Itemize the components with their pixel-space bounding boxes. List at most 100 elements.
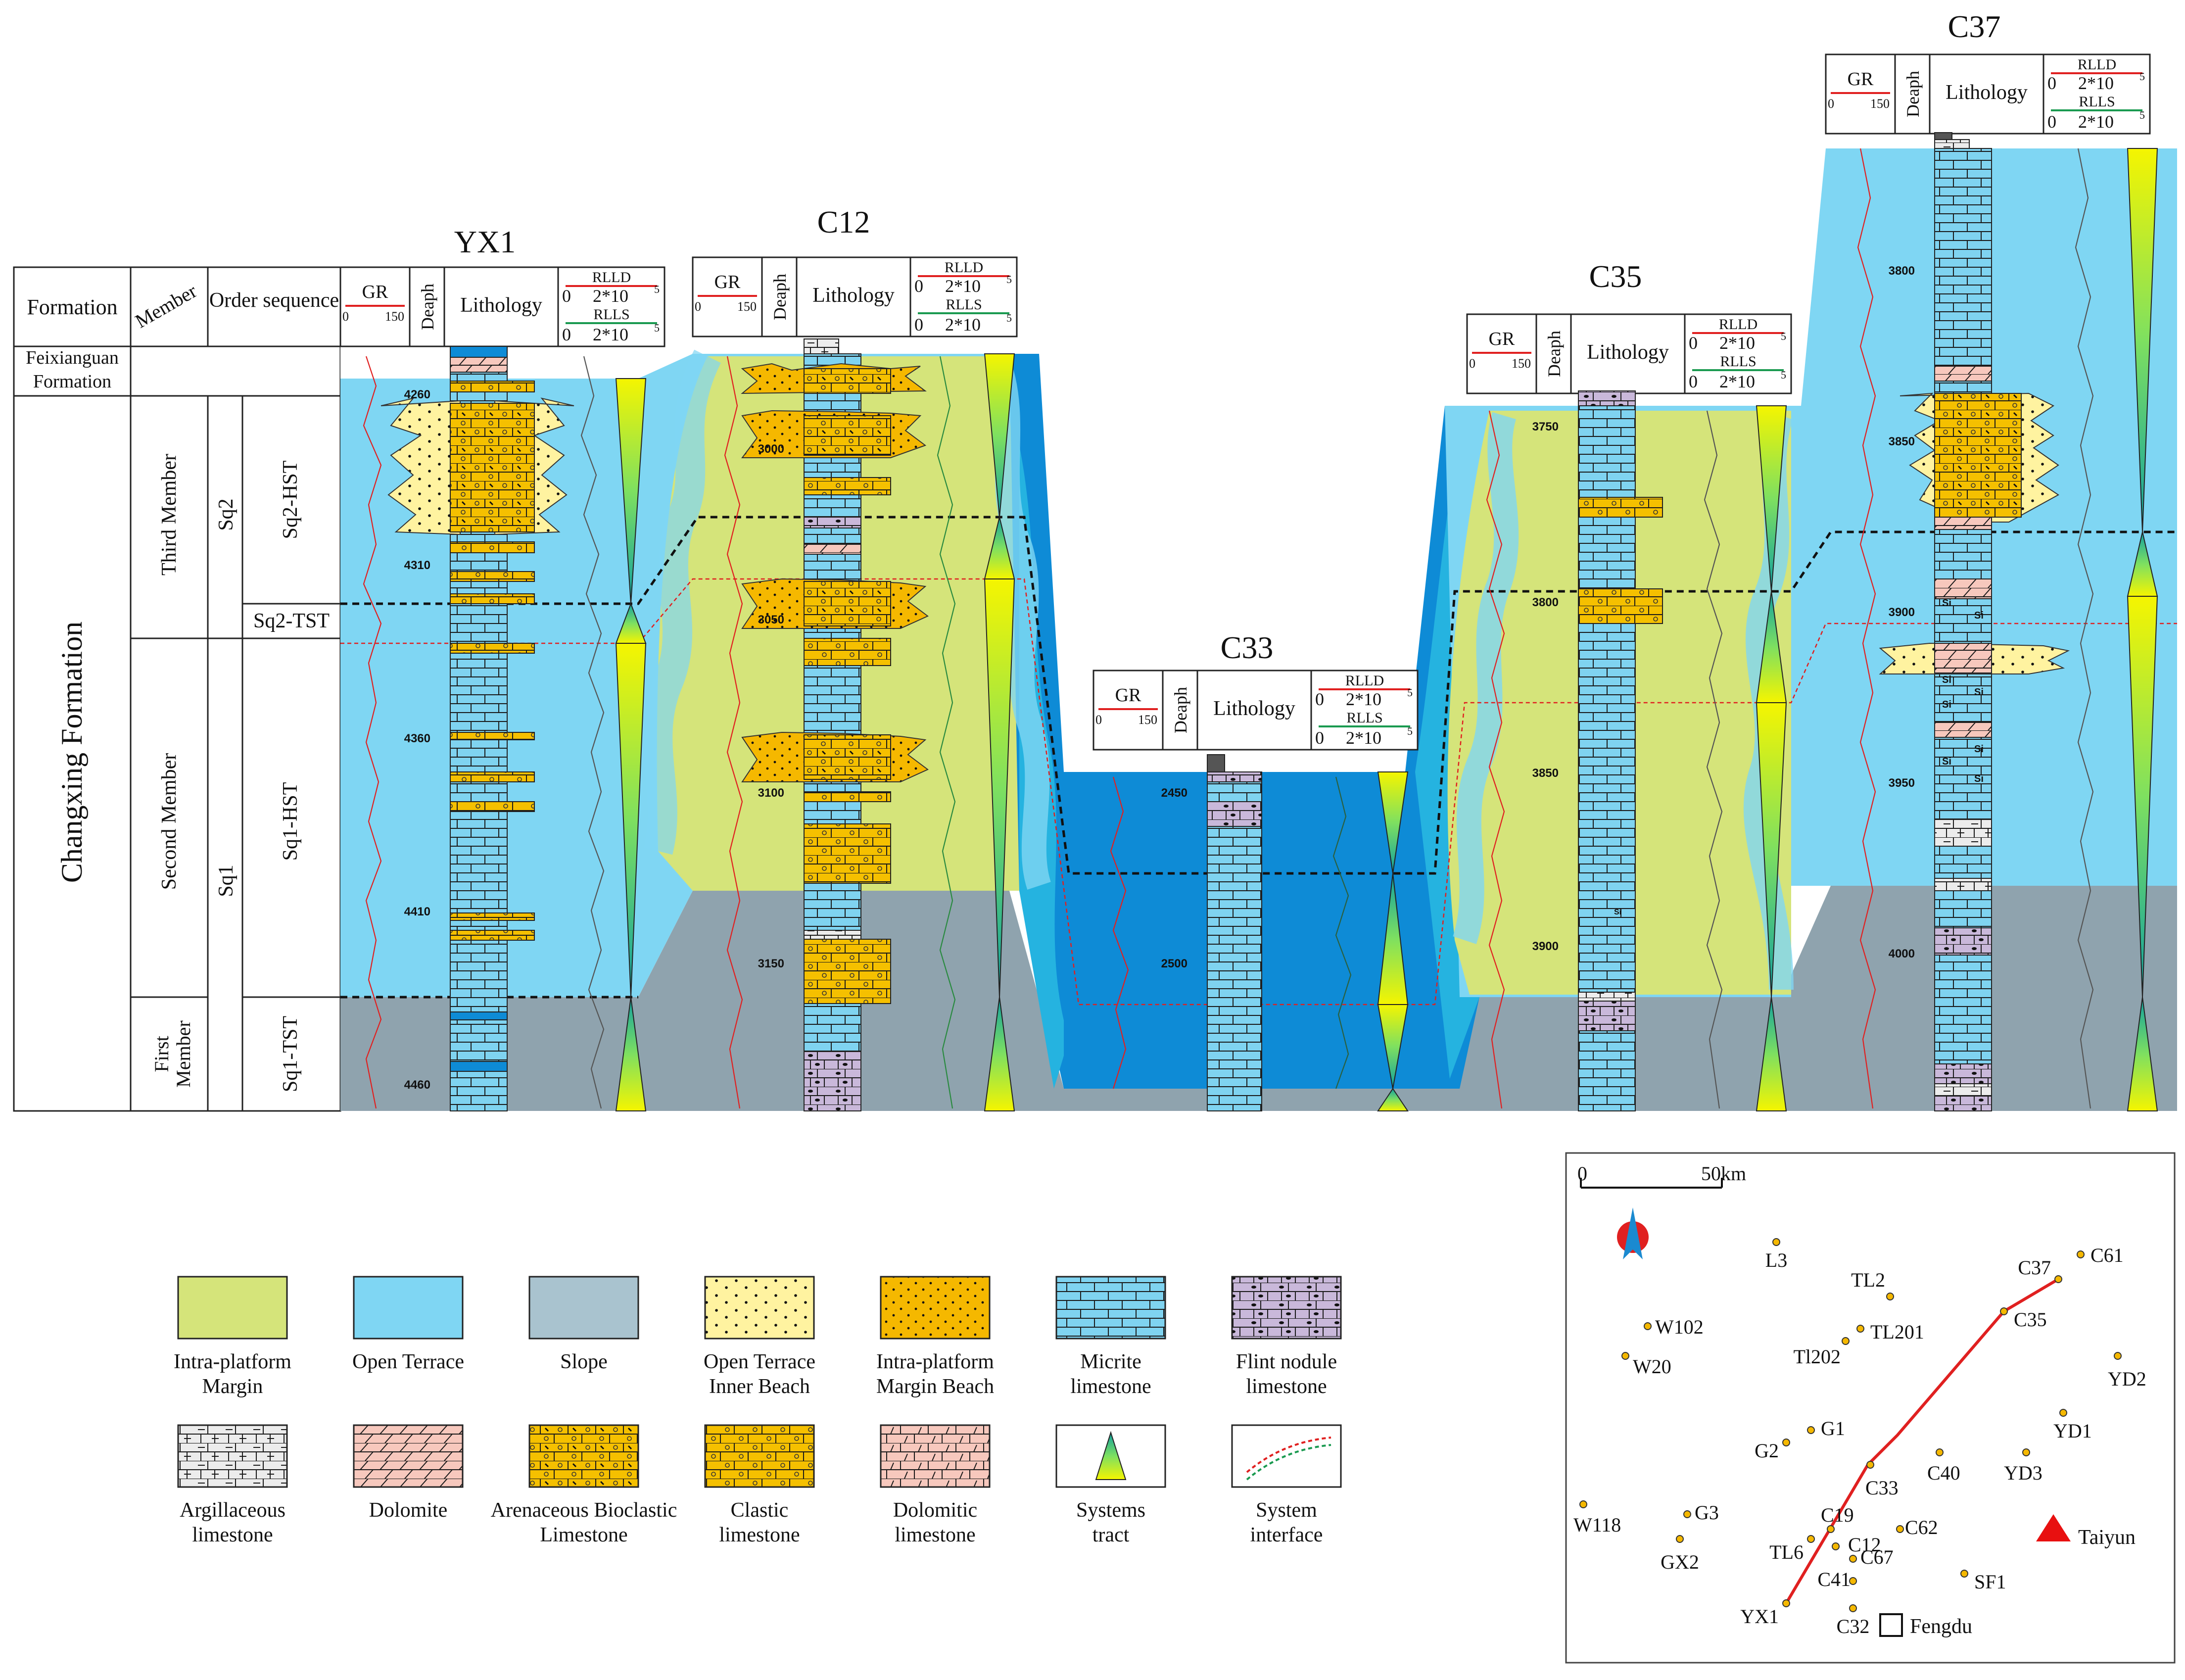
map-well-c41: C41 <box>1817 1568 1857 1590</box>
gr-max: 150 <box>385 309 404 324</box>
rlld-min: 0 <box>914 276 923 296</box>
rlls-min: 0 <box>1315 728 1324 748</box>
rlls-label: RLLS <box>593 306 629 323</box>
depth-tick-c12: 3000 <box>758 442 784 456</box>
legend-label: Dolomitic <box>893 1499 977 1522</box>
rlls-label: RLLS <box>1346 710 1382 726</box>
legend-label: Micrite <box>1080 1350 1141 1373</box>
rlld-exp: 5 <box>654 283 660 295</box>
map-well-yx1: YX1 <box>1740 1599 1790 1628</box>
scale-zero: 0 <box>1577 1162 1587 1185</box>
taiyun-label: Taiyun <box>2078 1526 2136 1549</box>
systems-tract-triangle <box>615 643 647 998</box>
order-sequence-header: Order sequence <box>209 289 339 312</box>
map-well-label: C41 <box>1817 1568 1851 1590</box>
rlld-label: RLLD <box>592 269 631 286</box>
legend-label: Intra-platform <box>174 1350 291 1373</box>
depth-tick-yx1: 4360 <box>404 732 430 745</box>
legend-label: limestone <box>719 1524 800 1546</box>
rlls-min: 0 <box>914 315 923 335</box>
legend-label: limestone <box>895 1524 975 1546</box>
map-well-gx2: GX2 <box>1661 1535 1699 1573</box>
rlls-min: 0 <box>1689 372 1698 391</box>
map-well-w118: W118 <box>1573 1500 1621 1536</box>
rlls-exp: 5 <box>1006 312 1012 324</box>
gr-label: GR <box>1115 685 1141 706</box>
legend-label: Systems <box>1076 1499 1145 1522</box>
depth-tick-yx1: 4310 <box>404 559 430 572</box>
gr-max: 150 <box>1870 96 1890 111</box>
rlls-exp: 5 <box>654 322 660 334</box>
map-well-label: W102 <box>1655 1316 1704 1338</box>
gr-max: 150 <box>1138 713 1157 727</box>
map-well-label: C40 <box>1927 1462 1960 1484</box>
tract-sq2-tst: Sq2-TST <box>253 610 330 632</box>
rlls-max: 2*10 <box>2078 112 2114 132</box>
taiyun-triangle-icon <box>2036 1514 2071 1541</box>
rlls-exp: 5 <box>2139 109 2145 121</box>
rlld-max: 2*10 <box>1346 689 1381 709</box>
systems-tract-triangle <box>615 378 647 604</box>
rlls-exp: 5 <box>1407 725 1413 737</box>
map-well-label: GX2 <box>1661 1551 1699 1573</box>
systems-tract-triangle <box>1756 405 1787 592</box>
map-well-g1: G1 <box>1807 1417 1845 1440</box>
rlls-label: RLLS <box>2079 94 2115 110</box>
fengdu-label: Fengdu <box>1910 1615 1972 1638</box>
gr-label: GR <box>1848 69 1874 90</box>
map-well-l3: L3 <box>1765 1238 1787 1271</box>
legend-label: limestone <box>1070 1375 1151 1398</box>
depth-tick-c37: 3950 <box>1889 776 1915 790</box>
lithology-label: Lithology <box>812 284 895 307</box>
rlls-max: 2*10 <box>1719 372 1755 391</box>
rlld-exp: 5 <box>2139 70 2145 83</box>
map-well-label: C61 <box>2090 1244 2124 1266</box>
legend-label: Limestone <box>540 1524 627 1546</box>
rlld-label: RLLD <box>945 259 983 276</box>
legend-label: Inner Beach <box>709 1375 810 1398</box>
legend-item-open-terrace: Open Terrace <box>352 1276 464 1373</box>
legend-label: Margin <box>202 1375 263 1398</box>
legend-item-dolomite: Dolomite <box>353 1424 464 1522</box>
legend-label: Flint nodule <box>1236 1350 1337 1373</box>
si-mark: Si <box>1942 699 1951 710</box>
stratigraphic-columns: Formation Member Order sequence Feixiang… <box>13 266 341 1112</box>
map-well-label: YD3 <box>2004 1462 2042 1484</box>
member-first: FirstMember <box>150 1020 194 1088</box>
legend-label: Intra-platform <box>876 1350 994 1373</box>
map-well-tl2: TL2 <box>1851 1269 1894 1300</box>
depth-label: Deaph <box>1903 71 1923 117</box>
map-well-c37: C37 <box>2018 1256 2062 1283</box>
depth-label: Deaph <box>418 284 437 330</box>
gr-max: 150 <box>737 299 757 314</box>
si-mark: Si <box>1974 744 1984 755</box>
legend-label: System <box>1256 1499 1317 1522</box>
si-mark: Si <box>1974 687 1984 698</box>
depth-label: Deaph <box>1171 687 1190 733</box>
depth-tick-yx1: 4460 <box>404 1078 430 1092</box>
depth-tick-c35: 3800 <box>1532 596 1559 609</box>
rlld-exp: 5 <box>1781 330 1786 342</box>
gr-min: 0 <box>342 309 349 324</box>
map-well-label: G1 <box>1821 1417 1845 1440</box>
rlld-label: RLLD <box>1345 672 1384 689</box>
tract-sq1-tst: Sq1-TST <box>279 1016 302 1092</box>
legend-label: Arenaceous Bioclastic <box>491 1499 677 1522</box>
systems-tract-triangle <box>615 997 647 1111</box>
section-line <box>1785 1278 2059 1604</box>
lithology-label: Lithology <box>1587 341 1669 364</box>
north-arrow-icon <box>1617 1207 1649 1259</box>
map-well-label: C67 <box>1860 1546 1894 1568</box>
rlls-min: 0 <box>562 325 571 344</box>
member-third: Third Member <box>158 454 181 576</box>
